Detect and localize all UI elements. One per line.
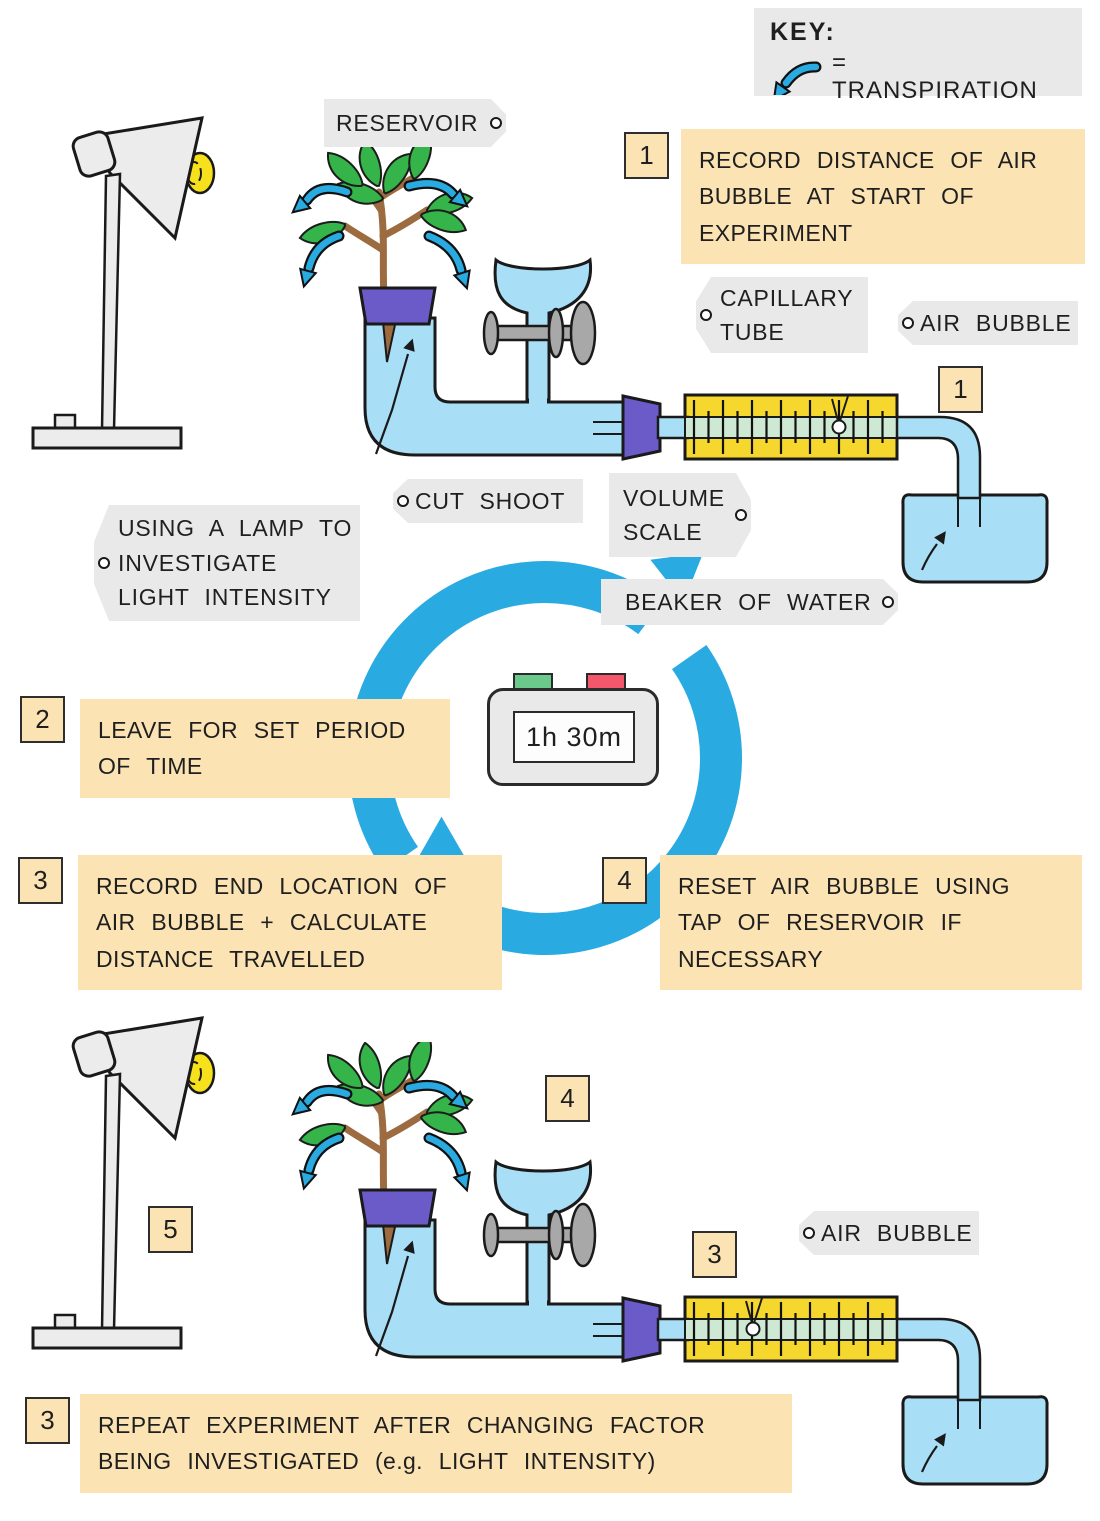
lamp-top xyxy=(28,112,218,452)
step2-badge: 2 xyxy=(20,696,65,743)
marker-number: 5 xyxy=(163,1214,178,1244)
tag-beaker-of-water-label: BEAKER OF WATER xyxy=(625,588,872,615)
tag-hole xyxy=(735,509,747,521)
timer-display: 1h 30m xyxy=(513,711,635,763)
tag-hole xyxy=(700,309,712,321)
step2-box: LEAVE FOR SET PERIOD OF TIME xyxy=(80,699,450,798)
marker-number: 1 xyxy=(953,374,968,404)
step1-box: RECORD DISTANCE OF AIR BUBBLE AT START O… xyxy=(681,129,1085,264)
tag-reservoir-label: RESERVOIR xyxy=(336,109,479,136)
tag-volume-scale: VOLUME SCALE xyxy=(609,473,751,557)
tag-hole xyxy=(902,317,914,329)
tag-capillary-tube-label: CAPILLARY TUBE xyxy=(720,284,853,346)
air-bubble-bottom xyxy=(740,1293,766,1337)
tag-hole xyxy=(397,495,409,507)
step3-box: RECORD END LOCATION OF AIR BUBBLE + CALC… xyxy=(78,855,502,990)
step4-badge: 4 xyxy=(602,857,647,904)
key-entry: = TRANSPIRATION xyxy=(831,49,1038,104)
step2-text: LEAVE FOR SET PERIOD OF TIME xyxy=(98,717,406,780)
tag-beaker-of-water: BEAKER OF WATER xyxy=(601,579,898,625)
tag-hole xyxy=(882,596,894,608)
marker-number: 4 xyxy=(560,1083,575,1113)
tag-hole xyxy=(803,1227,815,1239)
tag-air-bubble-bottom-label: AIR BUBBLE xyxy=(821,1219,973,1246)
cycle-arrowhead-bottom xyxy=(415,816,469,864)
step1-badge: 1 xyxy=(624,132,669,179)
air-bubble-top xyxy=(826,391,852,435)
step3-text: RECORD END LOCATION OF AIR BUBBLE + CALC… xyxy=(96,873,448,972)
marker-number: 3 xyxy=(707,1239,722,1269)
tag-lamp-note-label: USING A LAMP TO INVESTIGATE LIGHT INTENS… xyxy=(118,515,353,611)
step4-text: RESET AIR BUBBLE USING TAP OF RESERVOIR … xyxy=(678,873,1010,972)
tag-air-bubble-top-label: AIR BUBBLE xyxy=(920,309,1072,336)
step5-badge: 3 xyxy=(25,1397,70,1444)
step5-number: 3 xyxy=(40,1405,55,1435)
tag-air-bubble-bottom: AIR BUBBLE xyxy=(799,1211,979,1255)
tag-hole xyxy=(98,557,110,569)
tag-hole xyxy=(490,117,502,129)
tag-reservoir: RESERVOIR xyxy=(324,99,506,147)
lamp-bottom xyxy=(28,1012,218,1352)
tag-cut-shoot-label: CUT SHOOT xyxy=(415,487,566,514)
step3-number: 3 xyxy=(33,865,48,895)
cycle-arrowhead-top xyxy=(650,553,704,603)
step3-badge: 3 xyxy=(18,857,63,904)
step1-number: 1 xyxy=(639,140,654,170)
tag-capillary-tube: CAPILLARY TUBE xyxy=(696,277,868,353)
step4-box: RESET AIR BUBBLE USING TAP OF RESERVOIR … xyxy=(660,855,1082,990)
step4-number: 4 xyxy=(617,865,632,895)
marker-badge-setup2-bubble: 3 xyxy=(692,1231,737,1278)
tag-cut-shoot: CUT SHOOT xyxy=(393,479,583,523)
step2-number: 2 xyxy=(35,704,50,734)
marker-badge-setup2-lamp: 5 xyxy=(148,1206,193,1253)
step1-text: RECORD DISTANCE OF AIR BUBBLE AT START O… xyxy=(699,147,1038,246)
tag-air-bubble-top: AIR BUBBLE xyxy=(898,301,1078,345)
marker-badge-setup2-reservoir: 4 xyxy=(545,1075,590,1122)
key-title: KEY: xyxy=(770,18,836,46)
key-panel: KEY: = TRANSPIRATION xyxy=(754,8,1082,104)
step5-box: REPEAT EXPERIMENT AFTER CHANGING FACTOR … xyxy=(80,1394,792,1493)
tag-lamp-note: USING A LAMP TO INVESTIGATE LIGHT INTENS… xyxy=(94,505,360,621)
tag-volume-scale-label: VOLUME SCALE xyxy=(623,484,725,545)
marker-badge-bubble-start: 1 xyxy=(938,366,983,413)
transpiration-arrow-icon xyxy=(772,61,822,95)
step5-text: REPEAT EXPERIMENT AFTER CHANGING FACTOR … xyxy=(98,1412,706,1475)
